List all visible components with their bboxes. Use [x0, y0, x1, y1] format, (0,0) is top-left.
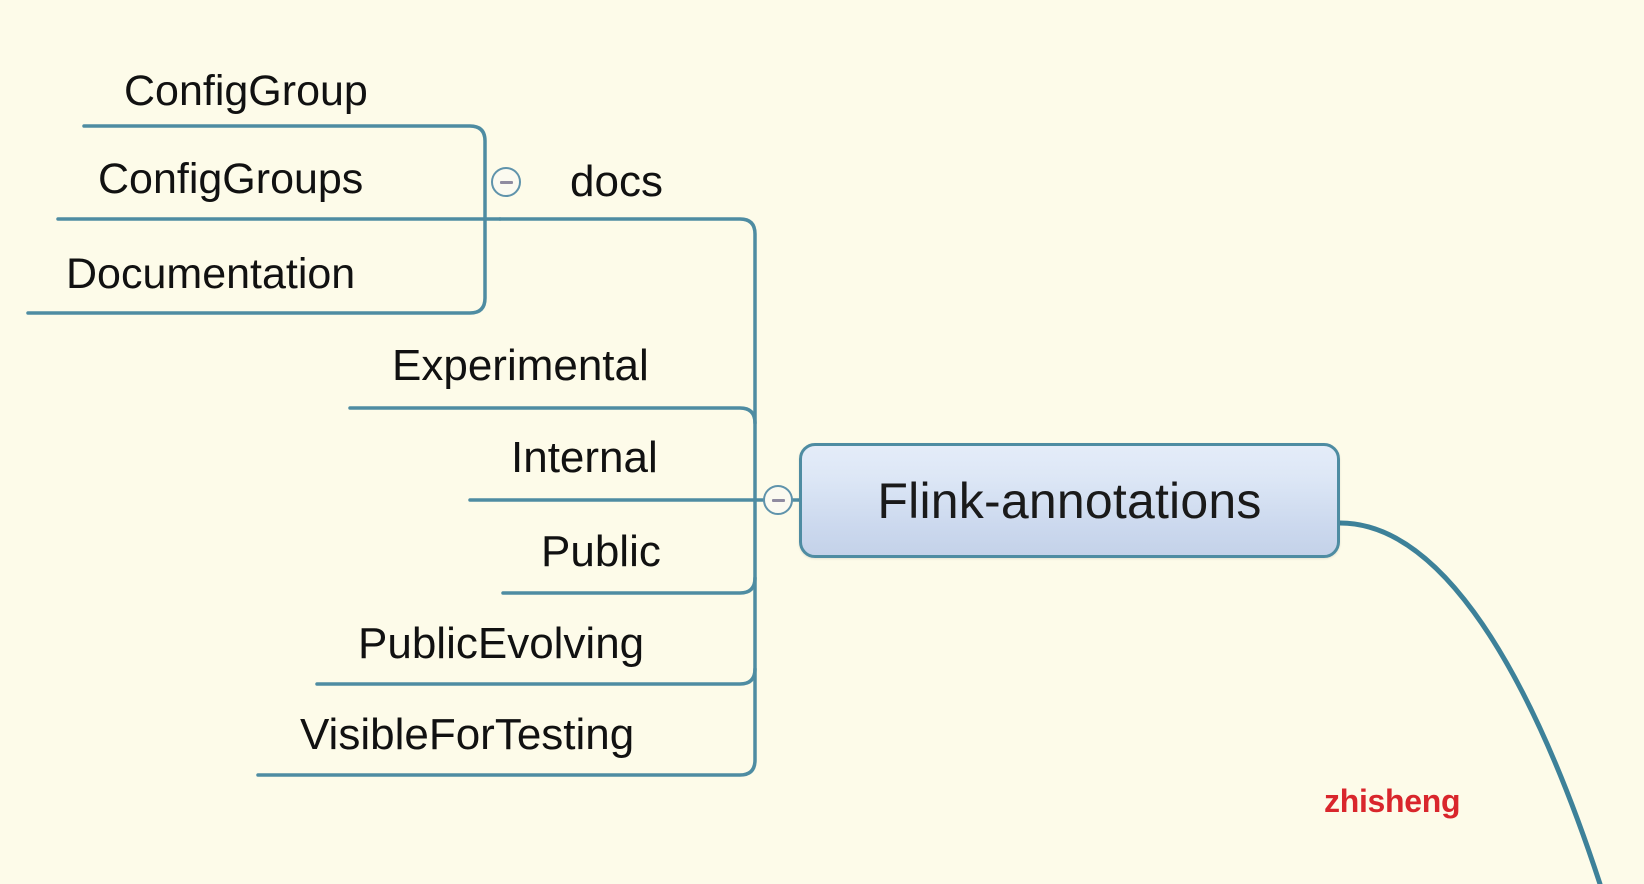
- node-label-internal[interactable]: Internal: [511, 433, 658, 482]
- watermark: zhisheng: [1324, 783, 1461, 819]
- node-label-configgroups[interactable]: ConfigGroups: [98, 155, 364, 203]
- minus-glyph: [771, 498, 785, 502]
- center-node[interactable]: Flink-annotations: [799, 443, 1340, 558]
- minus-circle-icon-docs[interactable]: [491, 167, 521, 197]
- node-label-public[interactable]: Public: [541, 527, 661, 576]
- minus-glyph: [499, 180, 513, 184]
- node-label-publicevolving[interactable]: PublicEvolving: [358, 619, 645, 668]
- node-label-configgroup[interactable]: ConfigGroup: [124, 67, 368, 115]
- node-label-visiblefortesting[interactable]: VisibleForTesting: [300, 710, 635, 759]
- node-label-experimental[interactable]: Experimental: [392, 341, 649, 390]
- minus-circle-icon-center[interactable]: [763, 485, 793, 515]
- node-label-docs[interactable]: docs: [570, 157, 663, 206]
- center-node-label: Flink-annotations: [877, 472, 1262, 529]
- node-label-documentation[interactable]: Documentation: [66, 250, 356, 298]
